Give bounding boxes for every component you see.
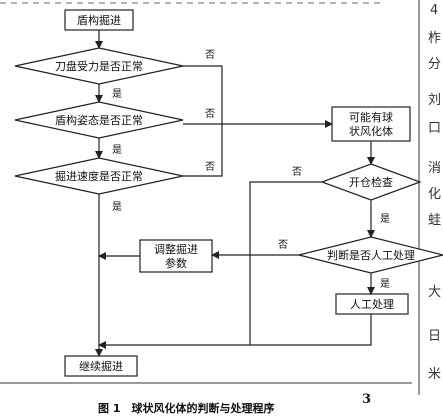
margin-glyph-4: 口 — [428, 121, 441, 136]
adjacent-column-glyphs: 4 柞 分 刘 口 消 化 蛙 大 日 米 — [428, 3, 441, 382]
margin-glyph-10: 米 — [428, 367, 441, 382]
edge-cutter-no — [183, 65, 223, 124]
margin-glyph-1: 柞 — [428, 31, 441, 46]
node-adjust — [139, 239, 213, 273]
margin-glyph-7: 蛙 — [428, 213, 441, 228]
margin-glyph-2: 分 — [428, 57, 441, 72]
node-manual-label: 人工处理 — [350, 298, 394, 311]
edge-cutter-no-label: 否 — [205, 49, 215, 61]
figure-caption: 图 1 球状风化体的判断与处理程序 — [98, 401, 274, 415]
edge-attitude-no-label: 否 — [205, 108, 215, 120]
node-possible-line2: 状风化体 — [349, 124, 393, 138]
edge-speed-no-label: 否 — [205, 161, 215, 173]
node-start-label: 盾构掘进 — [77, 13, 121, 27]
margin-glyph-8: 大 — [428, 285, 441, 300]
page-number: 3 — [362, 392, 371, 407]
decision-manual-label: 判断是否人工处理 — [327, 248, 415, 262]
node-continue-label: 继续掘进 — [79, 359, 123, 373]
edge-cutter-yes: 是 — [112, 88, 122, 100]
decision-attitude-label: 盾构姿态是否正常 — [55, 113, 143, 127]
edge-manual-yes-label: 是 — [380, 278, 390, 290]
edge-inspect-no-label: 否 — [292, 166, 302, 178]
edge-inspect-yes-label: 是 — [380, 213, 390, 225]
node-adjust-line2: 参数 — [165, 256, 187, 270]
decision-inspect-label: 开仓检查 — [349, 175, 393, 189]
edge-manual-no-label: 否 — [278, 239, 288, 251]
node-possible-line1: 可能有球 — [349, 110, 393, 124]
margin-glyph-3: 刘 — [428, 93, 441, 108]
margin-glyph-5: 消 — [428, 161, 441, 176]
edge-speed-no — [183, 124, 223, 177]
decision-speed-label: 掘进速度是否正常 — [55, 169, 143, 183]
edge-manual-continue — [98, 314, 372, 349]
margin-glyph-9: 日 — [428, 329, 441, 344]
margin-glyph-0: 4 — [430, 3, 438, 18]
edge-inspect-no — [249, 181, 322, 345]
edge-attitude-yes: 是 — [112, 144, 122, 156]
decision-cutter-label: 刀盘受力是否正常 — [55, 59, 143, 73]
margin-glyph-6: 化 — [428, 187, 441, 202]
edge-speed-yes: 是 — [112, 201, 122, 213]
node-adjust-line1: 调整掘进 — [154, 242, 198, 256]
